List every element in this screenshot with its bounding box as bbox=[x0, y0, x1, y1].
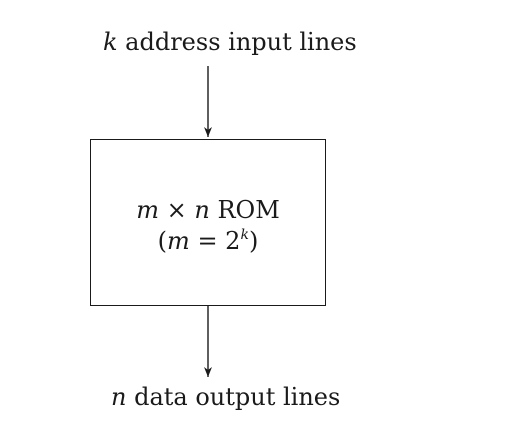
address-input-label: k address input lines bbox=[103, 30, 357, 54]
rom-suffix: ROM bbox=[209, 196, 280, 224]
input-arrowhead bbox=[204, 127, 212, 137]
rom-eq-open: ( bbox=[157, 227, 168, 255]
output-arrowhead bbox=[204, 367, 212, 377]
rom-eq-equals-two: = 2 bbox=[189, 227, 241, 255]
rom-size-label: m × n ROM bbox=[91, 198, 325, 222]
rom-n-var: n bbox=[194, 196, 210, 224]
data-output-text: data output lines bbox=[126, 383, 341, 411]
rom-m-var: m bbox=[136, 196, 159, 224]
rom-equation: (m = 2k) bbox=[91, 227, 325, 255]
data-output-var: n bbox=[111, 383, 127, 411]
rom-eq-exponent: k bbox=[240, 227, 249, 243]
rom-times-symbol: × bbox=[158, 196, 195, 224]
address-input-text: address input lines bbox=[117, 28, 357, 56]
data-output-label: n data output lines bbox=[111, 385, 340, 409]
rom-eq-close: ) bbox=[248, 227, 259, 255]
rom-box: m × n ROM (m = 2k) bbox=[90, 139, 326, 306]
rom-eq-m-var: m bbox=[167, 227, 190, 255]
address-input-var: k bbox=[103, 28, 118, 56]
